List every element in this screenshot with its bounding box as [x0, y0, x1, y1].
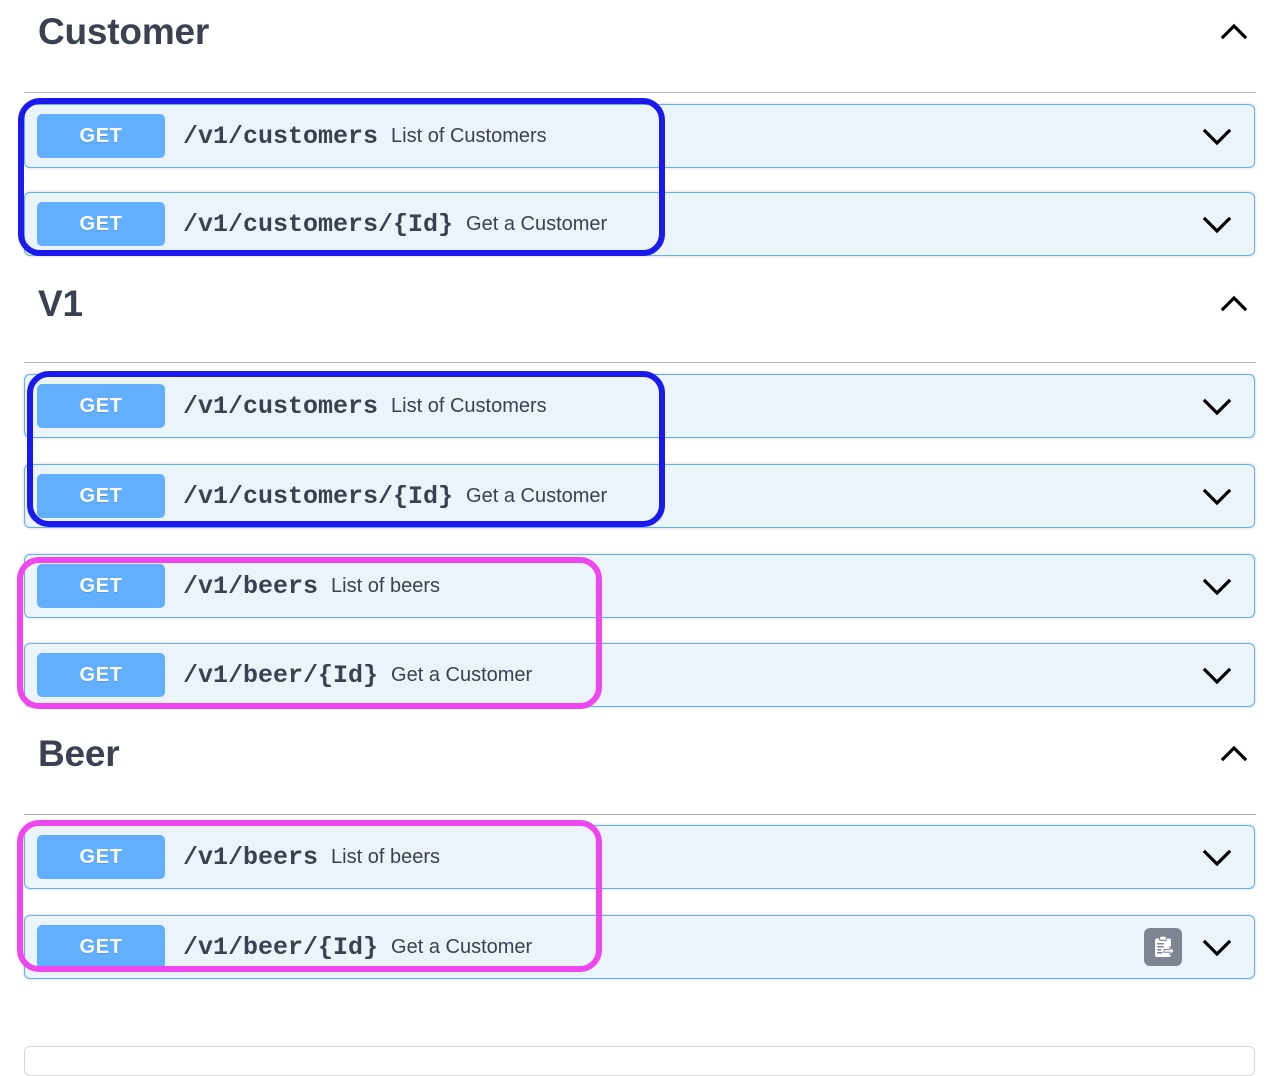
operation-path: /v1/beers: [183, 571, 319, 601]
operation-row[interactable]: GET /v1/beers List of beers: [24, 825, 1255, 889]
chevron-down-icon[interactable]: [1192, 933, 1242, 961]
operation-row[interactable]: GET /v1/beer/{Id} Get a Customer: [24, 915, 1255, 979]
tag-section-v1: V1: [0, 272, 1288, 363]
chevron-up-icon[interactable]: [1212, 738, 1256, 768]
operation-path: /v1/customers: [183, 391, 379, 421]
page-title: Customer: [38, 10, 210, 52]
operation-summary: List of Customers: [391, 124, 547, 147]
operation-path: /v1/beer/{Id}: [183, 932, 379, 962]
chevron-down-icon[interactable]: [1192, 392, 1242, 420]
chevron-down-icon[interactable]: [1192, 122, 1242, 150]
chevron-up-icon[interactable]: [1212, 288, 1256, 318]
operation-path: /v1/beers: [183, 842, 319, 872]
chevron-down-icon[interactable]: [1192, 210, 1242, 238]
tag-header-beer[interactable]: Beer: [0, 722, 1288, 784]
section-divider: [24, 362, 1256, 363]
tag-section-customer: Customer: [0, 0, 1288, 93]
operation-row[interactable]: GET /v1/customers List of Customers: [24, 104, 1255, 168]
page-title: V1: [38, 282, 83, 324]
section-divider: [24, 814, 1256, 815]
clipboard-copy-icon[interactable]: [1144, 928, 1182, 966]
chevron-down-icon[interactable]: [1192, 482, 1242, 510]
chevron-down-icon[interactable]: [1192, 843, 1242, 871]
operation-summary: List of beers: [331, 574, 440, 597]
http-method-badge: GET: [37, 564, 165, 608]
http-method-badge: GET: [37, 474, 165, 518]
operation-summary: Get a Customer: [466, 212, 608, 235]
chevron-up-icon[interactable]: [1212, 16, 1256, 46]
operation-summary: Get a Customer: [391, 663, 533, 686]
operation-summary: List of Customers: [391, 394, 547, 417]
operation-summary: Get a Customer: [391, 935, 533, 958]
chevron-down-icon[interactable]: [1192, 572, 1242, 600]
operation-path: /v1/beer/{Id}: [183, 660, 379, 690]
operation-row[interactable]: GET /v1/customers List of Customers: [24, 374, 1255, 438]
http-method-badge: GET: [37, 925, 165, 969]
http-method-badge: GET: [37, 114, 165, 158]
http-method-badge: GET: [37, 202, 165, 246]
tag-header-customer[interactable]: Customer: [0, 0, 1288, 62]
operation-summary: List of beers: [331, 845, 440, 868]
chevron-down-icon[interactable]: [1192, 661, 1242, 689]
tag-header-v1[interactable]: V1: [0, 272, 1288, 334]
operation-row[interactable]: GET /v1/beers List of beers: [24, 554, 1255, 618]
http-method-badge: GET: [37, 835, 165, 879]
operation-row[interactable]: GET /v1/beer/{Id} Get a Customer: [24, 643, 1255, 707]
next-section-stub: [24, 1046, 1255, 1076]
operation-path: /v1/customers/{Id}: [183, 209, 454, 239]
http-method-badge: GET: [37, 384, 165, 428]
operation-path: /v1/customers/{Id}: [183, 481, 454, 511]
page-title: Beer: [38, 732, 120, 774]
operation-row[interactable]: GET /v1/customers/{Id} Get a Customer: [24, 464, 1255, 528]
section-divider: [24, 92, 1256, 93]
http-method-badge: GET: [37, 653, 165, 697]
operation-summary: Get a Customer: [466, 484, 608, 507]
operation-path: /v1/customers: [183, 121, 379, 151]
operation-row[interactable]: GET /v1/customers/{Id} Get a Customer: [24, 192, 1255, 256]
tag-section-beer: Beer: [0, 722, 1288, 815]
